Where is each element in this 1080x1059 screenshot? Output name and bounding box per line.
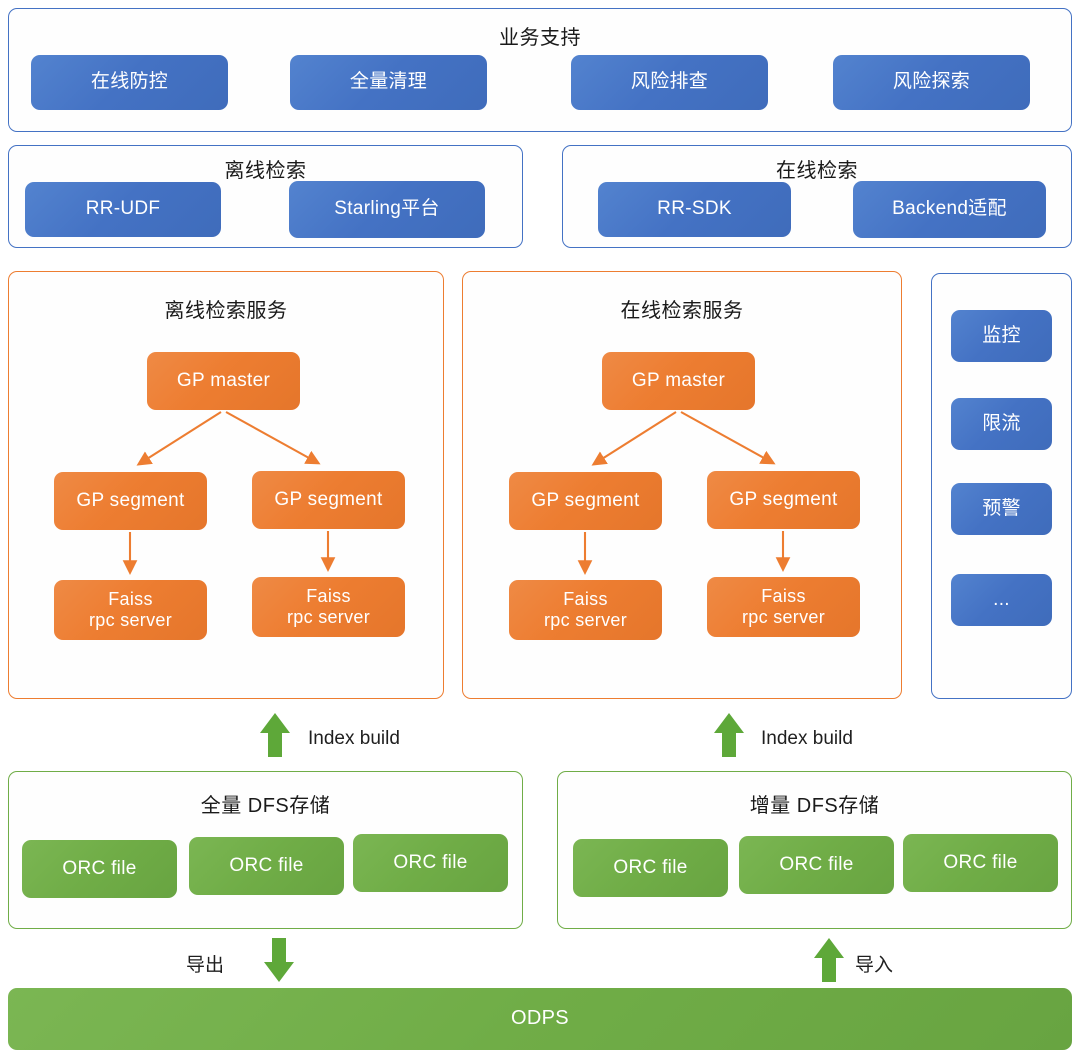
ops-item-monitoring[interactable]: 监控 xyxy=(951,310,1052,362)
offline-retrieval-title: 离线检索 xyxy=(224,160,307,182)
faiss-label-line1: Faiss xyxy=(761,585,806,606)
import-arrow-icon xyxy=(814,938,844,982)
incremental-dfs-orc-file-1[interactable]: ORC file xyxy=(573,839,728,897)
chip-risk-investigation[interactable]: 风险排查 xyxy=(571,55,768,110)
faiss-label-line2: rpc server xyxy=(741,607,825,627)
ops-item-rate-limit[interactable]: 限流 xyxy=(951,398,1052,450)
faiss-label-line1: Faiss xyxy=(563,588,608,609)
online-faiss-rpc-server-2[interactable]: Faiss rpc server xyxy=(707,577,860,637)
export-label: 导出 xyxy=(186,955,225,976)
offline-faiss-rpc-server-2[interactable]: Faiss rpc server xyxy=(252,577,405,637)
offline-gp-segment-2[interactable]: GP segment xyxy=(252,471,405,529)
offline-gp-master[interactable]: GP master xyxy=(147,352,300,410)
index-build-arrow-right-icon xyxy=(714,713,744,757)
chip-risk-exploration[interactable]: 风险探索 xyxy=(833,55,1030,110)
online-faiss-rpc-server-1[interactable]: Faiss rpc server xyxy=(509,580,662,640)
full-dfs-orc-file-3[interactable]: ORC file xyxy=(353,834,508,892)
chip-backend-adapter[interactable]: Backend适配 xyxy=(853,181,1046,238)
chip-full-cleanup[interactable]: 全量清理 xyxy=(290,55,487,110)
ops-item-more[interactable]: ... xyxy=(951,574,1052,626)
business-support-title: 业务支持 xyxy=(499,27,581,49)
index-build-arrow-left-icon xyxy=(260,713,290,757)
offline-gp-segment-1[interactable]: GP segment xyxy=(54,472,207,530)
index-build-label-right: Index build xyxy=(761,728,853,749)
full-dfs-title: 全量 DFS存储 xyxy=(200,795,331,817)
incremental-dfs-title: 增量 DFS存储 xyxy=(749,795,880,817)
incremental-dfs-orc-file-2[interactable]: ORC file xyxy=(739,836,894,894)
online-gp-segment-1[interactable]: GP segment xyxy=(509,472,662,530)
faiss-label-line2: rpc server xyxy=(88,610,172,630)
online-gp-master[interactable]: GP master xyxy=(602,352,755,410)
chip-rr-udf[interactable]: RR-UDF xyxy=(25,182,221,237)
faiss-label-line1: Faiss xyxy=(306,585,351,606)
import-label: 导入 xyxy=(855,955,894,976)
offline-faiss-rpc-server-1[interactable]: Faiss rpc server xyxy=(54,580,207,640)
export-arrow-icon xyxy=(264,938,294,982)
faiss-label-line2: rpc server xyxy=(543,610,627,630)
chip-rr-sdk[interactable]: RR-SDK xyxy=(598,182,791,237)
full-dfs-orc-file-2[interactable]: ORC file xyxy=(189,837,344,895)
online-retrieval-title: 在线检索 xyxy=(776,160,858,182)
full-dfs-orc-file-1[interactable]: ORC file xyxy=(22,840,177,898)
faiss-label-line1: Faiss xyxy=(108,588,153,609)
chip-starling-platform[interactable]: Starling平台 xyxy=(289,181,485,238)
incremental-dfs-orc-file-3[interactable]: ORC file xyxy=(903,834,1058,892)
online-service-title: 在线检索服务 xyxy=(620,300,744,322)
index-build-label-left: Index build xyxy=(308,728,400,749)
odps-bar[interactable]: ODPS xyxy=(8,988,1072,1050)
online-gp-segment-2[interactable]: GP segment xyxy=(707,471,860,529)
chip-online-prevention[interactable]: 在线防控 xyxy=(31,55,228,110)
faiss-label-line2: rpc server xyxy=(286,607,370,627)
offline-service-title: 离线检索服务 xyxy=(164,300,288,322)
ops-item-alerting[interactable]: 预警 xyxy=(951,483,1052,535)
